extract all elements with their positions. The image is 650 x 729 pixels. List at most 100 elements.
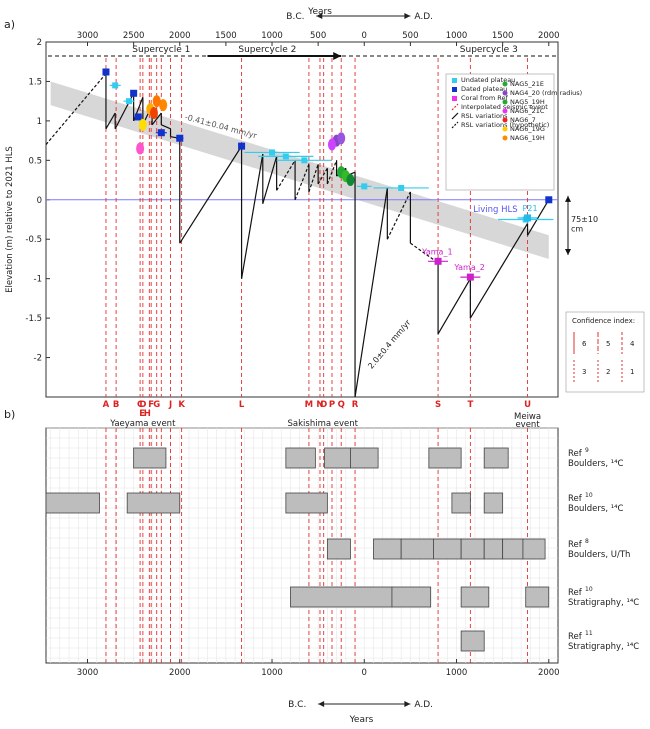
- event-letter: T: [467, 400, 473, 410]
- event-letter: P: [329, 400, 335, 410]
- row-name: Stratigraphy, ¹⁴C: [568, 642, 639, 652]
- event-letter: J: [168, 400, 172, 410]
- legend-label: NAG5_21E: [510, 80, 544, 88]
- coral-sample-marker: [327, 138, 336, 151]
- rsl-segment: [179, 145, 243, 244]
- y-tick-label: -1.5: [25, 314, 42, 324]
- confidence-value: 3: [582, 368, 586, 376]
- dating-interval: [428, 447, 462, 469]
- supercycle-label: Supercycle 2: [238, 45, 296, 55]
- row-ref: Ref: [568, 540, 583, 550]
- y-tick-label: 1.5: [28, 77, 42, 87]
- legend-swatch: [502, 135, 508, 141]
- legend-swatch: [502, 117, 508, 123]
- dating-interval: [460, 586, 490, 608]
- supercycle-label: Supercycle 1: [132, 45, 190, 55]
- x-tick-label-bottom: 1000: [261, 668, 283, 678]
- row-ref-sup: 10: [585, 492, 593, 499]
- event-letter: D: [139, 400, 146, 410]
- coral-sample-marker: [149, 107, 158, 119]
- undated-plateau-marker: [112, 82, 119, 89]
- x-tick-label-top: 1000: [446, 31, 468, 41]
- panel-a-x-title: Years: [307, 7, 332, 17]
- dating-interval: [483, 447, 509, 469]
- event-letter: Q: [338, 400, 345, 410]
- y-tick-label: 2: [37, 38, 42, 48]
- row-name: Stratigraphy, ¹⁴C: [568, 598, 639, 608]
- row-ref-sup: 10: [585, 586, 593, 593]
- era-bc-label-top: B.C.: [286, 12, 304, 22]
- event-letter: H: [144, 409, 151, 419]
- event-letter: O: [320, 400, 327, 410]
- dating-interval: [285, 492, 328, 514]
- x-tick-label-top: 2500: [123, 31, 145, 41]
- rsl-segment: [326, 160, 338, 185]
- rsl-segment: [469, 223, 529, 319]
- confidence-value: 4: [630, 340, 635, 348]
- event-letter: C: [137, 400, 143, 410]
- rsl-segment: [45, 73, 107, 145]
- panel-b-label: b): [4, 408, 15, 421]
- named-point-marker: [434, 257, 442, 265]
- undated-plateau-marker: [269, 149, 276, 156]
- rsl-segment: [527, 199, 550, 236]
- row-ref: Ref: [568, 449, 583, 459]
- legend-label: NAG5_19H: [510, 98, 545, 106]
- y-tick-label: -0.5: [25, 235, 42, 245]
- dating-interval: [433, 538, 462, 560]
- event-letter: E: [139, 409, 145, 419]
- y-axis-title: Elevation (m) relative to 2021 HLS: [5, 146, 15, 293]
- dated-plateau-marker: [176, 134, 184, 142]
- named-point-label: Yama_2: [453, 263, 484, 272]
- legend-swatch: [452, 96, 457, 101]
- x-tick-label-top: 1500: [215, 31, 237, 41]
- event-letter: S: [435, 400, 441, 410]
- rsl-segment: [386, 191, 411, 240]
- legend-label: Interpolated seismic event: [461, 103, 548, 111]
- offset-label: 75±10: [571, 215, 598, 224]
- rsl-segment: [276, 160, 296, 191]
- rsl-segment: [161, 124, 171, 130]
- event-letter: M: [305, 400, 313, 410]
- legend-label: RSL variations (hypothetic): [461, 121, 549, 129]
- panel-a-label: a): [4, 18, 15, 31]
- coral-sample-marker: [159, 99, 168, 112]
- confidence-title: Confidence index:: [572, 317, 635, 325]
- rsl-segment: [294, 164, 310, 200]
- event-letter: B: [113, 400, 119, 410]
- dating-interval: [525, 586, 550, 608]
- row-ref: Ref: [568, 632, 583, 642]
- legend-label: RSL variations: [461, 112, 508, 120]
- event-letter: N: [316, 400, 323, 410]
- dating-interval: [326, 538, 351, 560]
- legend-swatch: [502, 108, 508, 114]
- event-letter: G: [153, 400, 160, 410]
- legend-label: NAG6_19G: [510, 125, 545, 133]
- dating-interval: [400, 538, 434, 560]
- x-tick-label-bottom: 3000: [77, 668, 99, 678]
- legend-label: NAG4_20 (rdm radius): [510, 89, 582, 97]
- row-name: Boulders, ¹⁴C: [568, 504, 624, 514]
- coral-sample-marker: [337, 132, 346, 145]
- x-tick-label-top: 0: [362, 31, 367, 41]
- legend-swatch: [451, 103, 459, 111]
- event-label: Yaeyama event: [109, 419, 176, 429]
- legend-label: NAG6_21C: [510, 107, 545, 115]
- supercycle-arrowhead: [333, 52, 342, 60]
- confidence-value: 6: [582, 340, 587, 348]
- x-tick-label-top: 1500: [492, 31, 514, 41]
- event-label-line1: Meiwa: [514, 412, 541, 422]
- x-tick-label-top: 1000: [261, 31, 283, 41]
- event-letter: R: [352, 400, 359, 410]
- era-ad-label-top: A.D.: [414, 12, 433, 22]
- named-point-label: P21: [523, 204, 538, 213]
- confidence-value: 2: [606, 368, 610, 376]
- rsl-segment: [410, 242, 439, 264]
- undated-plateau-marker: [361, 183, 368, 190]
- row-ref-sup: 9: [585, 447, 589, 454]
- event-label: Sakishima event: [288, 419, 359, 429]
- rsl-segment: [151, 112, 162, 126]
- coral-sample-marker: [346, 174, 355, 187]
- legend-label: NAG6_7: [510, 116, 536, 124]
